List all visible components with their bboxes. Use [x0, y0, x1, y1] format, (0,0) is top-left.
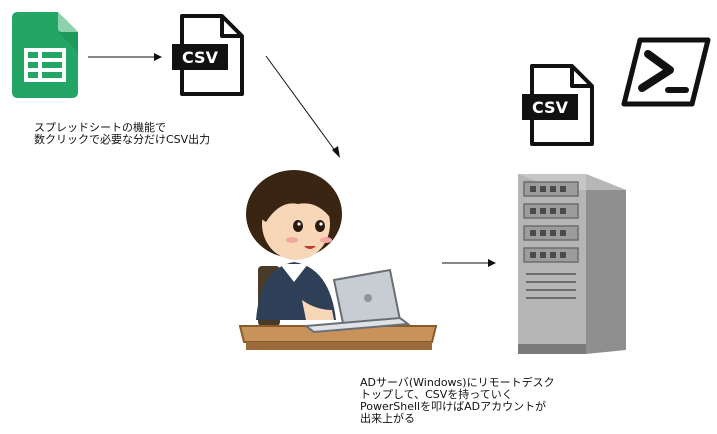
server-tower-illustration [514, 174, 634, 354]
google-sheets-icon [12, 12, 78, 98]
arrow-csv-to-person [265, 55, 340, 158]
person-at-laptop-illustration [236, 170, 442, 356]
csv-file-icon: CSV [172, 14, 248, 98]
caption-sheets: スプレッドシートの機能で 数クリックで必要な分だけCSV出力 [34, 121, 211, 146]
csv-label: CSV [182, 48, 219, 67]
caption-server: ADサーバ(Windows)にリモートデスク トップして、CSVを持っていく P… [360, 376, 555, 425]
csv-file-icon: CSV [522, 64, 598, 148]
powershell-icon [620, 36, 712, 108]
arrow-sheets-to-csv [88, 53, 162, 61]
arrow-person-to-server [442, 259, 496, 267]
csv-label: CSV [532, 98, 569, 117]
